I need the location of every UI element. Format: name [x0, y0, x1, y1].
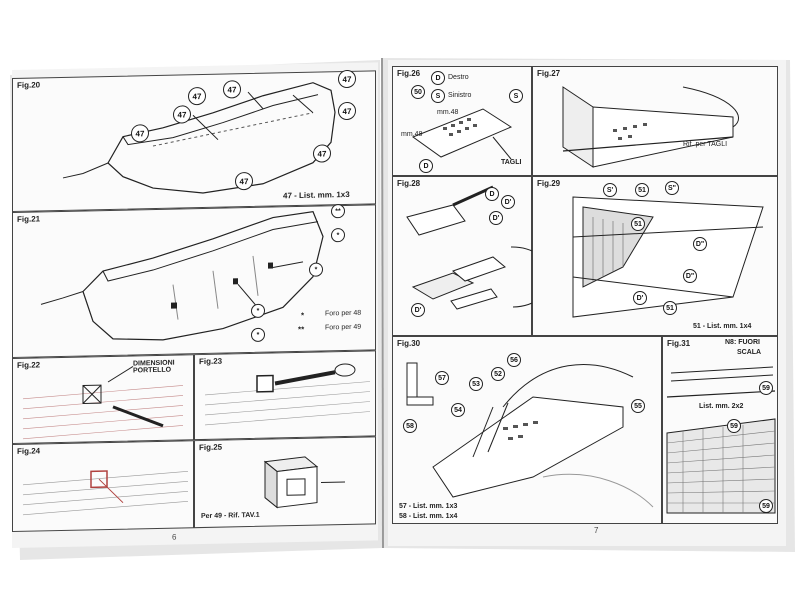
legend-double-star: **: [298, 324, 305, 335]
fig31-note-1: N8: FUORI: [725, 339, 760, 346]
fig28-label: Fig.28: [397, 179, 421, 188]
fig27-label: Fig.27: [537, 69, 561, 78]
fig26-label: Fig.26: [397, 69, 421, 78]
port-cutting-drawing: [22, 366, 184, 440]
fig26-panel: Fig.26 D Destro 50 S Sinistro S mm.48 mm…: [392, 66, 532, 176]
fig22-panel: Fig.22 DIMENSIONI PORTELLO: [12, 354, 194, 444]
fig25-caption: Per 49 - Rif. TAV.1: [201, 511, 260, 521]
part-59-callout: 59: [759, 499, 773, 513]
fig22-note: DIMENSIONI PORTELLO: [133, 359, 175, 375]
deck-frame-drawing: [572, 196, 764, 318]
part-s2-callout: S": [665, 181, 679, 195]
side-d-text: Destro: [448, 74, 469, 81]
side-dprime-callout: D': [501, 195, 515, 209]
side-d-callout: D: [485, 187, 499, 201]
fig25-panel: Fig.25 Per 49 - Rif. TAV.1: [194, 436, 376, 529]
page-number-left: 6: [172, 532, 177, 542]
fig21-panel: Fig.21 ** * * * * * Foro per 48 **: [12, 204, 376, 358]
part-51-callout: 51: [631, 217, 645, 231]
side-s-text: Sinistro: [448, 92, 472, 99]
part-57-callout: 57: [435, 371, 449, 385]
dimension-height: mm.48: [401, 131, 423, 138]
part-52-callout: 52: [491, 367, 505, 381]
dimension-width: mm.48: [437, 109, 459, 116]
right-page: Fig.26 D Destro 50 S Sinistro S mm.48 mm…: [388, 60, 786, 546]
left-page: Fig.20 47 47 47 47 47 47 47 47 47 - List…: [12, 62, 378, 548]
side-d-callout: D: [419, 159, 433, 173]
fig31-note-2: SCALA: [737, 349, 762, 356]
side-s-callout: S: [431, 89, 445, 103]
fig29-caption: 51 - List. mm. 1x4: [693, 323, 752, 330]
legend-text-49: Foro per 49: [325, 323, 362, 332]
drill-drawing: [204, 363, 371, 426]
fig31-caption: List. mm. 2x2: [699, 403, 744, 410]
deck-grating-drawing: [666, 366, 776, 514]
part-54-callout: 54: [451, 403, 465, 417]
part-50-callout: 50: [411, 85, 425, 99]
tagli-label: TAGLI: [501, 159, 522, 166]
side-dprime-callout: D': [489, 211, 503, 225]
part-59-callout: 59: [727, 419, 741, 433]
fig30-panel: Fig.30 57 58 53 52 56 54 55: [392, 336, 662, 524]
fig30-label: Fig.30: [397, 339, 421, 348]
side-d-callout: D: [431, 71, 445, 85]
fig29-panel: Fig.29 S' 51 S" 51 D" D" D' 51 51 - List…: [532, 176, 778, 336]
part-56-callout: 56: [507, 353, 521, 367]
page-number-right: 7: [594, 526, 599, 535]
part-53-callout: 53: [469, 377, 483, 391]
side-d2-callout: D": [683, 269, 697, 283]
part-51-callout: 51: [663, 301, 677, 315]
fig20-caption: 47 - List. mm. 1x3: [283, 189, 350, 201]
fig29-label: Fig.29: [537, 179, 561, 188]
ship-hull-drawing: [40, 211, 324, 341]
stern-cutting-drawing: [562, 86, 739, 168]
bow-assembly-drawing: [406, 362, 654, 508]
fig23-panel: Fig.23: [194, 350, 376, 441]
frame-fitting-drawing: [22, 470, 189, 516]
fig24-panel: Fig.24: [12, 440, 194, 532]
fig27-note: Rif. per TAGLI: [683, 141, 728, 148]
part-sprime-callout: S': [603, 183, 617, 197]
legend-star: *: [301, 310, 305, 320]
fig31-panel: Fig.31 N8: FUORI SCALA 59 List. mm. 2x2: [662, 336, 778, 524]
part-58-callout: 58: [403, 419, 417, 433]
fig30-caption-1: 57 - List. mm. 1x3: [399, 503, 458, 510]
side-dprime-callout: D': [411, 303, 425, 317]
fig27-panel: Fig.27 Rif. per TAGLI: [532, 66, 778, 176]
fig31-label: Fig.31: [667, 339, 691, 348]
plate-cutting-drawing: [411, 108, 513, 160]
side-dprime-callout: D': [633, 291, 647, 305]
fig28-panel: Fig.28 D D' D' D': [392, 176, 553, 336]
part-51-callout: 51: [635, 183, 649, 197]
part-59-callout: 59: [759, 381, 773, 395]
gunport-box-drawing: [263, 456, 345, 509]
fig20-panel: Fig.20 47 47 47 47 47 47 47 47 47 - List…: [12, 69, 376, 212]
side-s-callout: S: [509, 89, 523, 103]
planking-drawing: [406, 185, 553, 310]
legend-text-48: Foro per 48: [325, 309, 362, 318]
fig30-caption-2: 58 - List. mm. 1x4: [399, 513, 458, 520]
side-d2-callout: D": [693, 237, 707, 251]
part-55-callout: 55: [631, 399, 645, 413]
